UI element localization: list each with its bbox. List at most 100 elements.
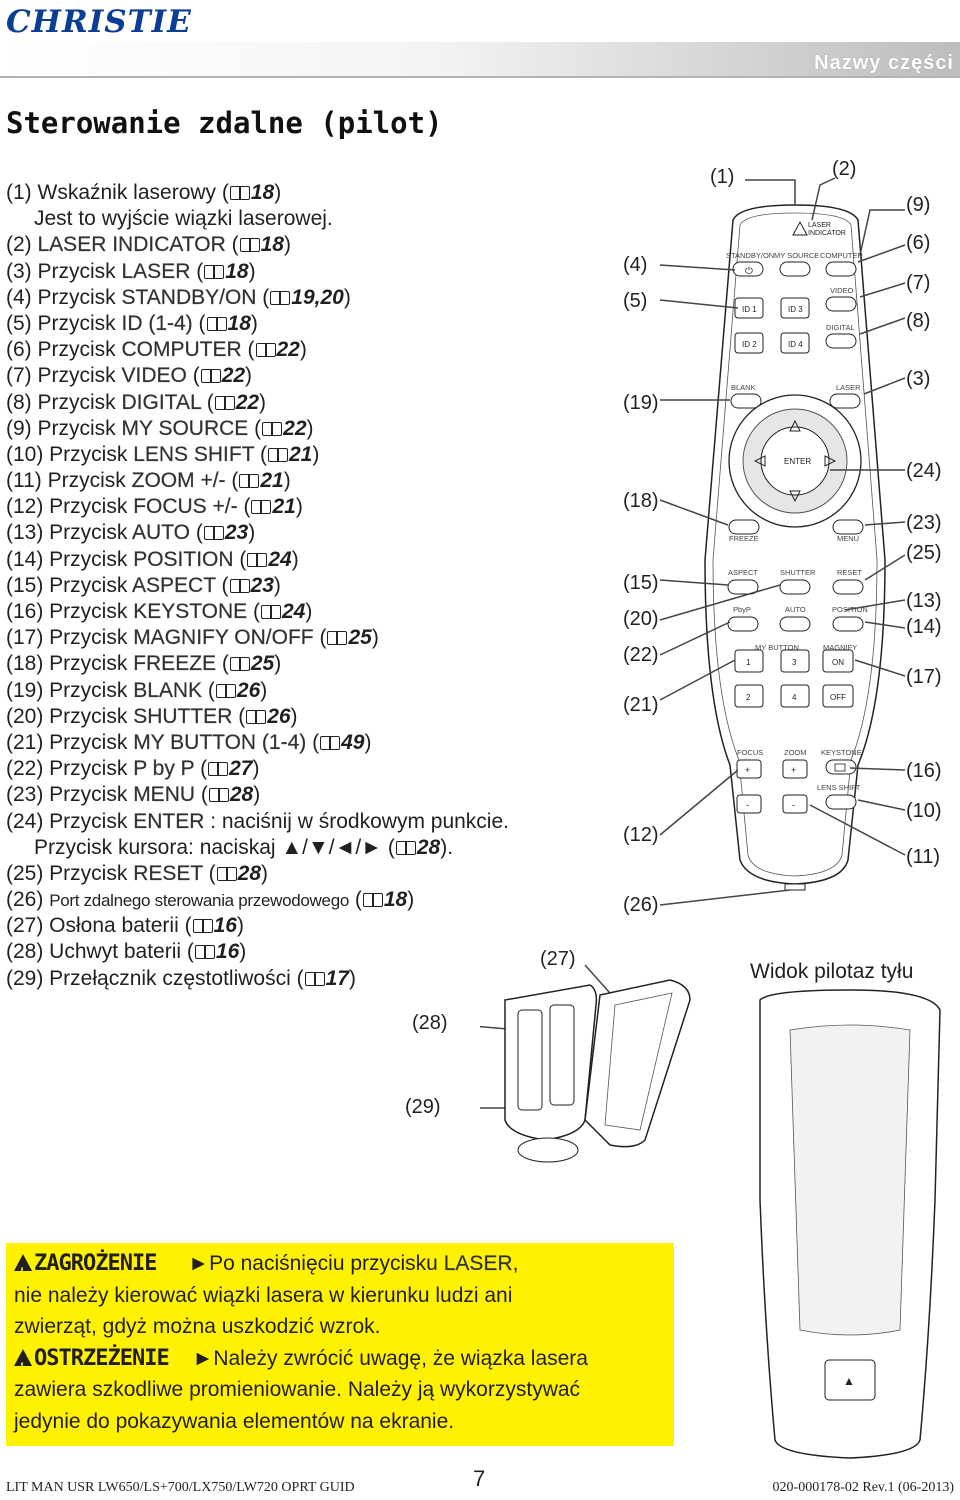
computer-button[interactable] <box>825 261 857 277</box>
item-keyword: POSITION <box>133 547 234 571</box>
item-paren: ( <box>186 364 200 388</box>
aspect-button[interactable] <box>727 579 759 595</box>
svg-text:DIGITAL: DIGITAL <box>826 323 855 332</box>
focus-minus-button[interactable] <box>736 794 762 814</box>
item-paren: ( <box>202 678 215 702</box>
list-item: (9) Przycisk MY SOURCE (22) <box>6 416 606 442</box>
pbyp-button[interactable] <box>727 616 759 632</box>
id3-button[interactable] <box>780 297 810 319</box>
item-text: (13) Przycisk <box>6 521 133 545</box>
blank-button[interactable] <box>730 393 762 409</box>
my-source-button[interactable] <box>779 261 811 277</box>
warning-triangle-icon <box>14 1254 32 1289</box>
book-icon <box>362 893 383 908</box>
keystone-button[interactable] <box>825 759 857 775</box>
menu-button[interactable] <box>832 519 864 535</box>
zoom-plus-button[interactable] <box>782 759 808 779</box>
magnify-off-button[interactable] <box>822 684 854 708</box>
item-text-end: ) <box>306 416 314 440</box>
focus-plus-button[interactable] <box>736 759 762 779</box>
item-keyword: STANDBY/ON <box>121 285 257 309</box>
item-page-ref: 23 <box>224 521 249 545</box>
auto-button[interactable] <box>779 616 811 632</box>
svg-text:MY SOURCE: MY SOURCE <box>774 251 819 260</box>
callout-4: (4) <box>623 254 648 276</box>
callout-1: (1) <box>710 166 735 188</box>
shutter-button[interactable] <box>779 579 811 595</box>
section-title: Nazwy części <box>814 52 954 74</box>
svg-text:OFF: OFF <box>830 693 846 702</box>
callout-8: (8) <box>906 310 931 332</box>
item-keyword: VIDEO <box>121 364 187 388</box>
svg-text:STANDBY/ON: STANDBY/ON <box>726 251 774 260</box>
item-paren: ( <box>192 311 206 335</box>
item-text: (17) Przycisk <box>6 626 134 650</box>
digital-button[interactable] <box>825 333 857 349</box>
item-page-ref: 17 <box>325 966 349 990</box>
item-text: (20) Przycisk <box>6 704 134 728</box>
list-item: (29) Przełącznik częstotliwości (17) <box>6 966 606 992</box>
book-icon <box>229 657 250 672</box>
item-paren: ( <box>349 888 362 912</box>
my-button-1[interactable] <box>734 649 764 673</box>
item-text: (25) Przycisk <box>6 861 134 885</box>
list-item: (18) Przycisk FREEZE (25) <box>6 651 606 677</box>
page-number: 7 <box>473 1466 486 1491</box>
svg-text:ID 3: ID 3 <box>788 305 803 314</box>
svg-text:AUTO: AUTO <box>785 605 806 614</box>
callout-3: (3) <box>906 368 931 390</box>
caution-line-3: jedynie do pokazywania elementów na ekra… <box>14 1409 455 1433</box>
standby-button[interactable] <box>732 261 764 277</box>
list-item: (19) Przycisk BLANK (26) <box>6 678 606 704</box>
book-icon <box>192 919 213 934</box>
reset-button[interactable] <box>832 579 864 595</box>
item-page-ref: 21 <box>289 442 313 466</box>
svg-text:ENTER: ENTER <box>784 457 811 466</box>
book-icon <box>251 500 272 515</box>
item-keyword: LASER <box>121 259 191 283</box>
leader-lines <box>659 177 906 906</box>
item-keyword: FOCUS +/- <box>133 495 238 519</box>
caution-label: OSTRZEŻENIE <box>34 1345 170 1371</box>
freeze-button[interactable] <box>728 519 760 535</box>
enter-button[interactable] <box>760 426 830 496</box>
video-button[interactable] <box>825 296 857 312</box>
position-button[interactable] <box>832 616 864 632</box>
item-page-ref: 27 <box>229 757 253 781</box>
item-paren: ( <box>313 626 327 650</box>
book-icon <box>239 238 260 253</box>
callout-6: (6) <box>906 232 931 254</box>
callout-2: (2) <box>832 158 857 180</box>
item-text: (28) Uchwyt baterii ( <box>6 940 194 964</box>
list-item: (26) Port zdalnego sterowania przewodowe… <box>6 887 606 913</box>
list-item: (13) Przycisk AUTO (23) <box>6 520 606 546</box>
item-page-ref: 26 <box>236 678 261 702</box>
book-icon <box>200 369 221 384</box>
id4-button[interactable] <box>780 332 810 354</box>
my-button-3[interactable] <box>780 649 810 673</box>
item-paren: ( <box>237 495 251 519</box>
zoom-minus-button[interactable] <box>782 794 808 814</box>
laser-button[interactable] <box>829 393 861 409</box>
svg-text:⏻: ⏻ <box>745 266 753 277</box>
item-text-end: ) <box>259 390 267 414</box>
item-keyword: ZOOM +/- <box>131 469 226 493</box>
my-button-2[interactable] <box>734 684 764 708</box>
callout-19: (19) <box>623 392 659 414</box>
magnify-on-button[interactable] <box>822 649 854 673</box>
item-text-end: ) <box>364 730 372 754</box>
callout-27: (27) <box>540 948 576 970</box>
list-item: (25) Przycisk RESET (28) <box>6 861 606 887</box>
callout-10: (10) <box>906 800 942 822</box>
warning-text: ZAGROŻENIE ►Po naciśnięciu przycisku LAS… <box>14 1248 674 1437</box>
svg-text:ASPECT: ASPECT <box>728 568 758 577</box>
my-button-4[interactable] <box>780 684 810 708</box>
item-text-end: ) <box>290 704 298 728</box>
item-page-ref: 18 <box>227 311 251 335</box>
list-item: (22) Przycisk P by P (27) <box>6 756 606 782</box>
item-text-end: : naciśnij w środkowym punkcie. <box>204 809 509 833</box>
lens-shift-button[interactable] <box>825 794 857 810</box>
id2-button[interactable] <box>734 332 764 354</box>
item-page-ref: 19,20 <box>291 285 344 309</box>
book-icon <box>204 264 225 279</box>
